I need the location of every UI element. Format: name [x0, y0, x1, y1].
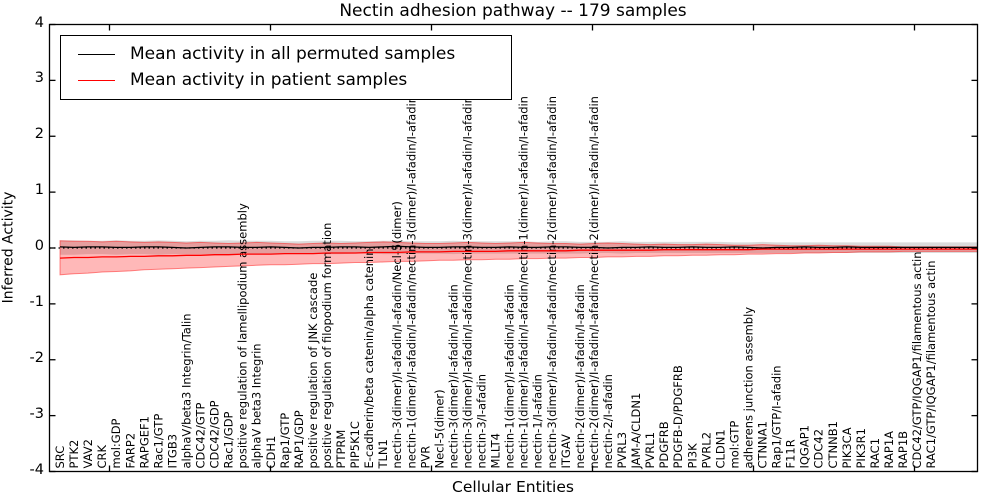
x-category-label: IQGAP1	[798, 425, 812, 468]
x-category-label: Rac1/GDP	[222, 411, 236, 468]
x-axis-label: Cellular Entities	[452, 478, 574, 496]
permuted-line-swatch-icon	[78, 53, 115, 55]
x-category-label: VAV2	[81, 439, 95, 468]
x-category-label: nectin-1(dimer)/I-afadin/I-afadin	[503, 284, 517, 468]
x-category-label: ITGB3	[165, 434, 179, 469]
permuted-mean-line	[59, 245, 978, 249]
x-category-label: RAP1/GDP	[292, 410, 306, 468]
x-category-label: PIK3R1	[854, 428, 868, 469]
y-tick-label: 0	[34, 238, 44, 254]
x-category-label: PDGFB-D/PDGFRB	[671, 365, 685, 468]
x-category-label: nectin-2/I-afadin	[601, 374, 615, 469]
x-category-label: CDC42	[812, 429, 826, 469]
x-category-label: CDC42/GTP	[194, 403, 208, 469]
x-category-label: PI3K	[685, 443, 699, 469]
x-category-label: positive regulation of JNK cascade	[306, 273, 320, 469]
x-category-label: nectin-1(dimer)/I-afadin/I-afadin/nectin…	[517, 96, 531, 468]
x-category-label: alphaV beta3 Integrin	[250, 343, 264, 468]
x-category-label: Rap1/GTP	[278, 413, 292, 469]
x-category-label: PVRL1	[643, 432, 657, 469]
x-category-label: nectin-2(dimer)/I-afadin/I-afadin/nectin…	[587, 96, 601, 468]
x-category-label: Rap1/GTP/I-afadin	[770, 365, 784, 468]
x-category-label: PIP5K1C	[348, 421, 362, 468]
x-category-label: PTPRM	[334, 430, 348, 469]
legend: Mean activity in all permuted samples Me…	[60, 35, 512, 100]
x-category-label: TLN1	[376, 439, 390, 469]
x-category-label: mol:GTP	[727, 421, 741, 469]
x-category-label: CDH1	[264, 436, 278, 469]
x-category-label: PVR	[418, 446, 432, 469]
y-tick-label: 1	[34, 182, 44, 199]
x-category-label: PVRL2	[699, 432, 713, 469]
x-category-label: CLDN1	[713, 429, 727, 468]
x-category-label: CTNNA1	[756, 421, 770, 468]
x-category-label: Rac1/GTP	[151, 414, 165, 469]
x-category-label: PDGFRB	[657, 421, 671, 468]
x-category-label: RAPGEF1	[137, 416, 151, 468]
x-category-label: F11R	[784, 439, 798, 468]
x-category-label: positive regulation of lamellipodium ass…	[236, 203, 250, 468]
x-category-label: mol:GDP	[109, 418, 123, 468]
x-category-label: PIK3CA	[840, 427, 854, 468]
x-category-label: PTK2	[67, 440, 81, 469]
x-category-label: nectin-1/I-afadin	[531, 374, 545, 469]
y-tick-label: -4	[29, 461, 44, 478]
x-category-label: JAM-A/CLDN1	[629, 393, 643, 470]
patient-mean-line	[59, 248, 978, 259]
y-tick-label: 2	[34, 126, 44, 143]
legend-label-permuted: Mean activity in all permuted samples	[130, 43, 456, 64]
x-category-label: CTNNB1	[826, 421, 840, 468]
x-category-label: PVRL3	[615, 432, 629, 469]
x-category-label: nectin-3(dimer)/I-afadin/I-afadin/nectin…	[460, 96, 474, 468]
chart-title: Nectin adhesion pathway -- 179 samples	[339, 1, 687, 21]
x-category-label: E-cadherin/beta catenin/alpha catenin	[362, 249, 376, 469]
legend-entry-permuted: Mean activity in all permuted samples	[78, 45, 505, 64]
y-tick-label: 3	[34, 70, 44, 87]
x-category-label: RAC1	[868, 438, 882, 469]
y-tick-label: 4	[34, 14, 44, 31]
legend-entry-patient: Mean activity in patient samples	[78, 71, 505, 90]
x-category-label: nectin-3/I-afadin	[475, 374, 489, 469]
y-tick-label: -1	[29, 293, 44, 310]
x-category-label: Necl-5(dimer)	[432, 389, 446, 468]
x-category-label: adherens junction assembly	[741, 307, 755, 469]
x-category-label: alphaV/beta3 Integrin/Talin	[179, 313, 193, 468]
x-category-label: MLLT4	[489, 433, 503, 469]
x-category-label: CDC42/GDP	[208, 400, 222, 468]
legend-label-patient: Mean activity in patient samples	[130, 70, 408, 91]
x-category-label: nectin-3(dimer)/I-afadin/I-afadin/nectin…	[545, 96, 559, 468]
x-category-label: positive regulation of filopodium format…	[320, 223, 334, 469]
x-category-label: CDC42/GTP/IQGAP1/filamentous actin	[910, 251, 924, 468]
x-category-label: nectin-3(dimer)/I-afadin/I-afadin	[446, 284, 460, 468]
x-category-label: RAP1B	[896, 431, 910, 469]
patient-line-swatch-icon	[78, 80, 115, 82]
x-category-label: nectin-3(dimer)/I-afadin/I-afadin/Necl-5…	[390, 201, 404, 468]
x-category-label: nectin-2(dimer)/I-afadin/I-afadin	[573, 284, 587, 468]
x-category-label: CRK	[95, 444, 109, 468]
x-category-label: RAP1A	[882, 431, 896, 469]
y-tick-label: -3	[29, 405, 44, 422]
x-category-label: FARP2	[123, 433, 137, 469]
x-category-label: RAC1/GTP/IQGAP1/filamentous actin	[924, 261, 938, 469]
x-category-label: nectin-1(dimer)/I-afadin/I-afadin/nectin…	[404, 96, 418, 468]
y-tick-label: -2	[29, 349, 44, 366]
x-category-label: SRC	[53, 446, 67, 469]
x-category-label: ITGAV	[559, 434, 573, 468]
